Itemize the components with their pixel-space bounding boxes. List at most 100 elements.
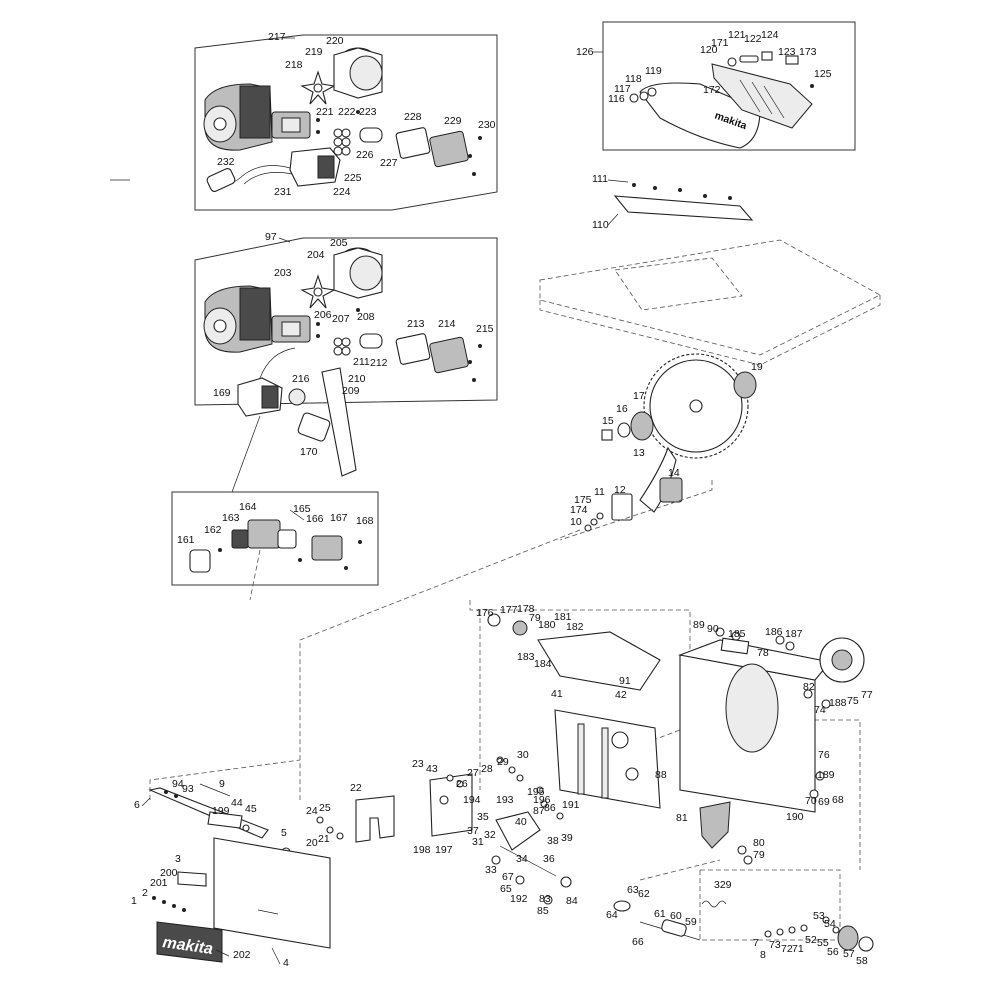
part-label-190: 190 [786, 811, 804, 823]
part-label-45: 45 [245, 803, 257, 815]
part-label-222: 222 [338, 106, 356, 118]
part-label-59: 59 [685, 916, 697, 928]
part-label-183: 183 [517, 651, 535, 663]
part-label-193: 193 [496, 794, 514, 806]
part-label-86: 86 [544, 802, 556, 814]
part-label-225: 225 [344, 172, 362, 184]
part-label-3: 3 [175, 853, 181, 865]
part-label-20: 20 [306, 837, 318, 849]
part-label-74: 74 [814, 704, 826, 716]
part-label-173: 173 [799, 46, 817, 58]
switch-parts-group [171, 491, 379, 586]
part-label-166: 166 [306, 513, 324, 525]
assembly-guide-lines [149, 480, 861, 941]
part-label-97: 97 [265, 231, 277, 243]
part-label-15: 15 [602, 415, 614, 427]
part-label-42: 42 [615, 689, 627, 701]
part-label-207: 207 [332, 313, 350, 325]
part-label-205: 205 [330, 237, 348, 249]
part-label-206: 206 [314, 309, 332, 321]
part-label-110: 110 [592, 219, 609, 231]
part-label-178: 178 [517, 603, 535, 615]
part-label-210: 210 [348, 373, 366, 385]
part-label-118: 118 [625, 73, 642, 85]
part-label-63: 63 [627, 884, 639, 896]
part-label-83: 83 [539, 893, 551, 905]
part-label-79: 79 [753, 849, 765, 861]
part-label-33: 33 [485, 864, 497, 876]
part-label-72: 72 [781, 943, 793, 955]
part-label-174: 174 [570, 504, 588, 516]
part-label-196: 196 [533, 794, 551, 806]
part-label-329: 329 [714, 879, 732, 891]
part-label-228: 228 [404, 111, 422, 123]
base-housing-group [281, 613, 874, 952]
part-label-23: 23 [412, 758, 424, 770]
part-label-224: 224 [333, 186, 351, 198]
part-label-203: 203 [274, 267, 292, 279]
part-label-111: 111 [592, 173, 608, 185]
part-label-199: 199 [212, 805, 230, 817]
part-label-75: 75 [847, 695, 859, 707]
part-label-226: 226 [356, 149, 374, 161]
front-brand-text: makita [161, 934, 214, 958]
part-label-215: 215 [476, 323, 494, 335]
part-label-184: 184 [534, 658, 552, 670]
part-label-170: 170 [300, 446, 318, 458]
part-label-4: 4 [283, 957, 289, 969]
part-label-25: 25 [319, 802, 331, 814]
part-label-213: 213 [407, 318, 425, 330]
part-label-187: 187 [785, 628, 803, 640]
part-label-38: 38 [547, 835, 559, 847]
part-label-69: 69 [818, 796, 830, 808]
part-label-43: 43 [426, 763, 438, 775]
part-label-71: 71 [792, 943, 804, 955]
part-label-120: 120 [700, 44, 718, 56]
part-label-91: 91 [619, 675, 631, 687]
part-label-188: 188 [829, 697, 847, 709]
part-label-16: 16 [616, 403, 628, 415]
part-label-67: 67 [502, 871, 514, 883]
part-label-219: 219 [305, 46, 323, 58]
part-label-19: 19 [751, 361, 763, 373]
part-label-53: 53 [813, 910, 825, 922]
part-label-167: 167 [330, 512, 348, 524]
part-label-61: 61 [654, 908, 666, 920]
part-label-161: 161 [177, 534, 195, 546]
part-label-65: 65 [500, 883, 512, 895]
part-label-35: 35 [477, 811, 489, 823]
part-label-230: 230 [478, 119, 496, 131]
part-label-10: 10 [570, 516, 582, 528]
part-label-12: 12 [614, 484, 626, 496]
part-label-169: 169 [213, 387, 231, 399]
part-label-216: 216 [292, 373, 310, 385]
part-label-90: 90 [707, 623, 719, 635]
part-label-204: 204 [307, 249, 325, 261]
part-label-186: 186 [765, 626, 783, 638]
part-label-121: 121 [728, 29, 746, 41]
part-label-17: 17 [633, 390, 645, 402]
part-label-57: 57 [843, 948, 855, 960]
part-label-200: 200 [160, 867, 178, 879]
part-label-122: 122 [744, 33, 762, 45]
part-label-93: 93 [182, 783, 194, 795]
part-label-229: 229 [444, 115, 462, 127]
part-label-66: 66 [632, 936, 644, 948]
part-label-123: 123 [778, 46, 796, 58]
part-label-9: 9 [219, 778, 225, 790]
part-label-197: 197 [435, 844, 453, 856]
part-label-124: 124 [761, 29, 779, 41]
part-label-211: 211 [353, 356, 370, 368]
table-top-outline [539, 239, 881, 366]
part-label-172: 172 [703, 84, 721, 96]
part-label-82: 82 [803, 681, 815, 693]
part-label-84: 84 [566, 895, 578, 907]
part-label-5: 5 [281, 827, 287, 839]
part-label-221: 221 [316, 106, 334, 118]
part-label-81: 81 [676, 812, 688, 824]
part-label-14: 14 [668, 467, 680, 479]
part-label-116: 116 [608, 93, 625, 105]
part-label-6: 6 [134, 799, 140, 811]
front-panel-group: makita [148, 783, 331, 963]
